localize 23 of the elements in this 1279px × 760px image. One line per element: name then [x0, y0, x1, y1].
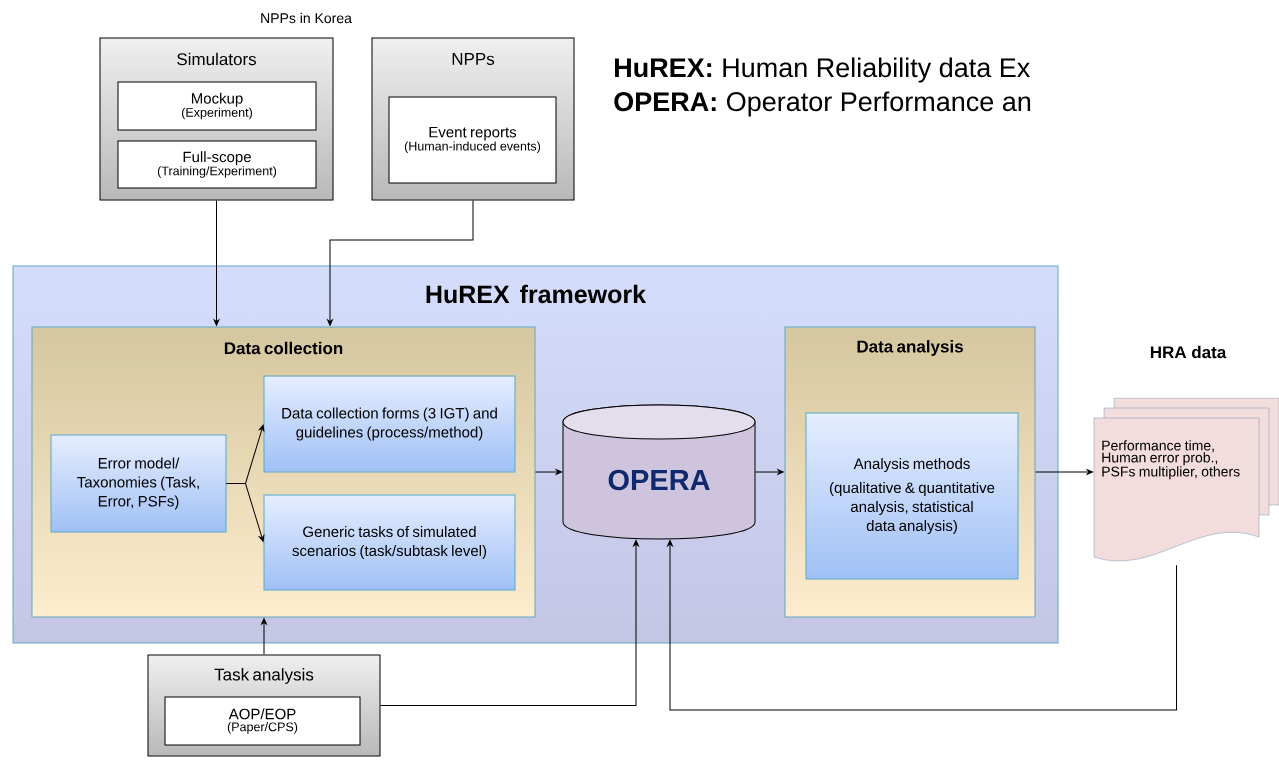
database-cylinder: OPERA	[562, 404, 756, 540]
arrow	[226, 483, 265, 542]
item-box: Event reports (Human-induced events)	[388, 96, 557, 184]
arrow	[261, 618, 267, 655]
arrow	[327, 200, 474, 326]
process-box: Generic tasks of simulated scenarios (task/subtask level)	[263, 494, 516, 591]
arrow	[535, 469, 563, 475]
node-label: HRA data	[1150, 345, 1227, 359]
arrow	[754, 469, 784, 475]
process-box: Data collection forms (3 IGT) and guidelines (process/method)	[263, 375, 516, 473]
definition-text: OPERA: Operator Performance an	[614, 91, 1031, 117]
arrow	[213, 200, 220, 326]
document-stack: HRA data Performance time, Human error prob., PSFs multiplier, others	[1093, 345, 1279, 562]
process-box: Error model/ Taxonomies (Task, Error, PSFs)	[50, 434, 227, 533]
item-box: AOP/EOP (Paper/CPS)	[164, 696, 361, 746]
arrow	[667, 539, 1177, 711]
process-box: Analysis methods (qualitative & quantitative analysis, statistical data analysis)	[805, 412, 1019, 580]
caption-text: NPPs in Korea	[261, 12, 352, 24]
item-box: Mockup (Experiment)	[117, 81, 317, 131]
item-box: Full-scope (Training/Experiment)	[117, 140, 317, 189]
arrow	[1035, 469, 1094, 475]
definition-text: HuREX: Human Reliability data Ex	[615, 57, 1030, 83]
arrow	[380, 539, 639, 706]
